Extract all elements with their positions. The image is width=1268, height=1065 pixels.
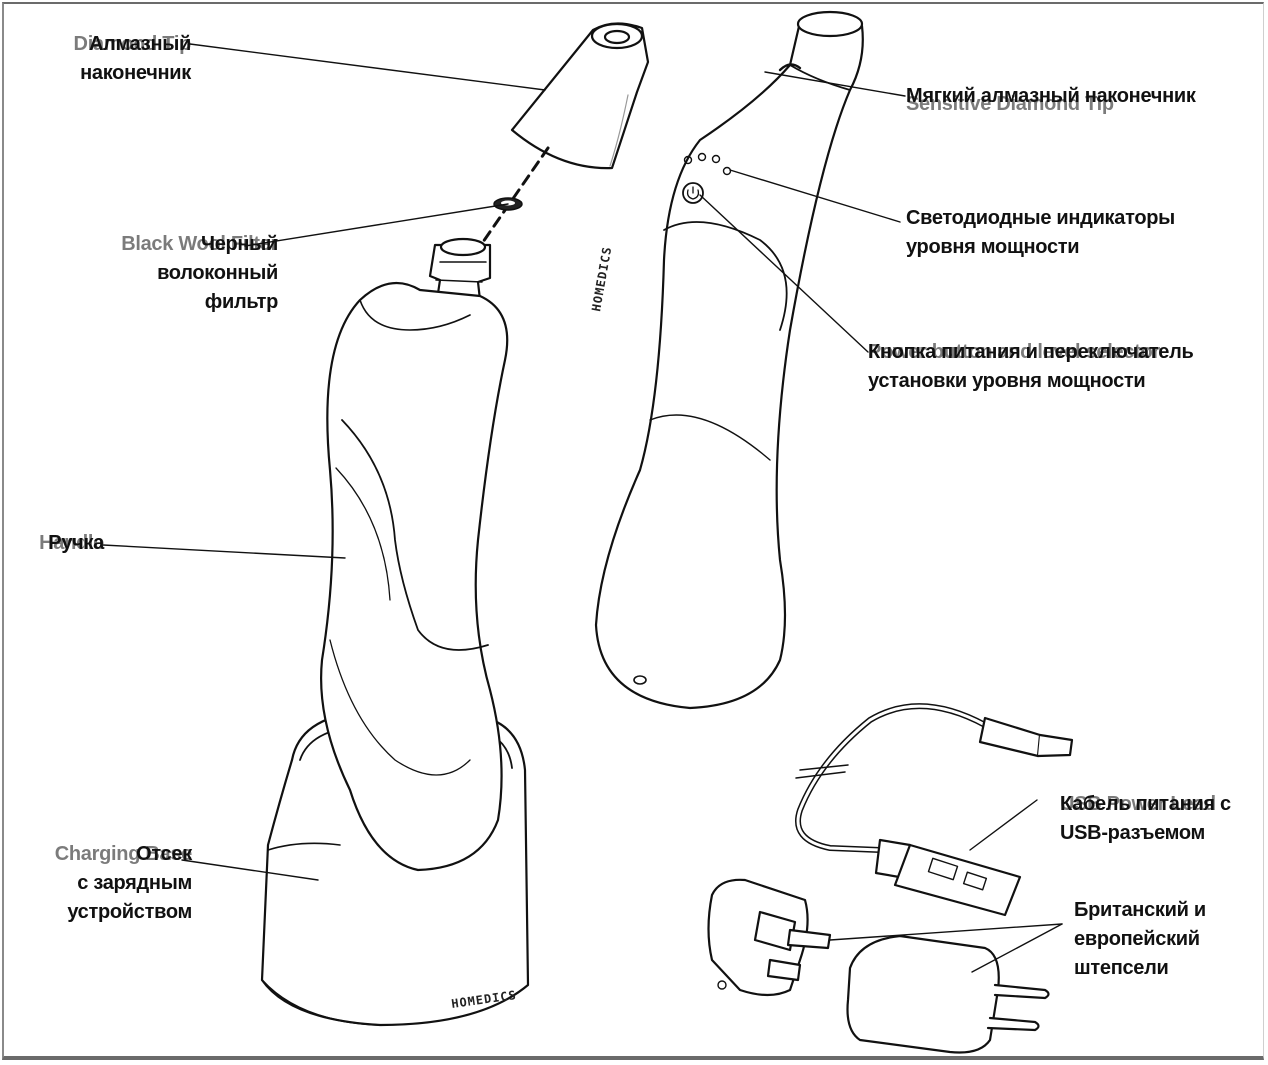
label-plugs: Британский и европейский штепсели bbox=[1074, 899, 1206, 979]
eu-plug-drawing bbox=[846, 934, 1050, 1054]
led-dot-3 bbox=[711, 154, 721, 164]
label-usb-lead: Кабель питания с USB Power Lead USB-разъ… bbox=[1060, 793, 1231, 844]
label-led-indicators: Светодиодные индикаторы уровня мощности bbox=[906, 207, 1175, 258]
power-button-drawing bbox=[682, 182, 704, 204]
usb-cable-drawing bbox=[795, 703, 1074, 917]
diamond-tip-drawing bbox=[510, 22, 650, 170]
assembly-axis bbox=[472, 146, 550, 257]
brand-logo-right: HOMEDICS bbox=[589, 245, 614, 312]
leader-lines bbox=[102, 43, 1063, 973]
label-power-button: Кнопка питания и переключатель Power but… bbox=[868, 341, 1194, 392]
label-charging-base: Отсек Charging Base с зарядным устройств… bbox=[54, 843, 193, 923]
label-diamond-tip: Алмазный Diamond Tip наконечник bbox=[73, 33, 192, 84]
right-handle-drawing bbox=[594, 10, 864, 710]
led-dot-1 bbox=[683, 155, 693, 165]
label-wool-filter: Черный Black Wool Filter волоконный филь… bbox=[121, 233, 278, 313]
uk-plug-drawing bbox=[707, 878, 832, 997]
led-dot-4 bbox=[722, 166, 732, 176]
handle-drawing bbox=[320, 237, 509, 872]
led-dot-2 bbox=[697, 152, 707, 162]
